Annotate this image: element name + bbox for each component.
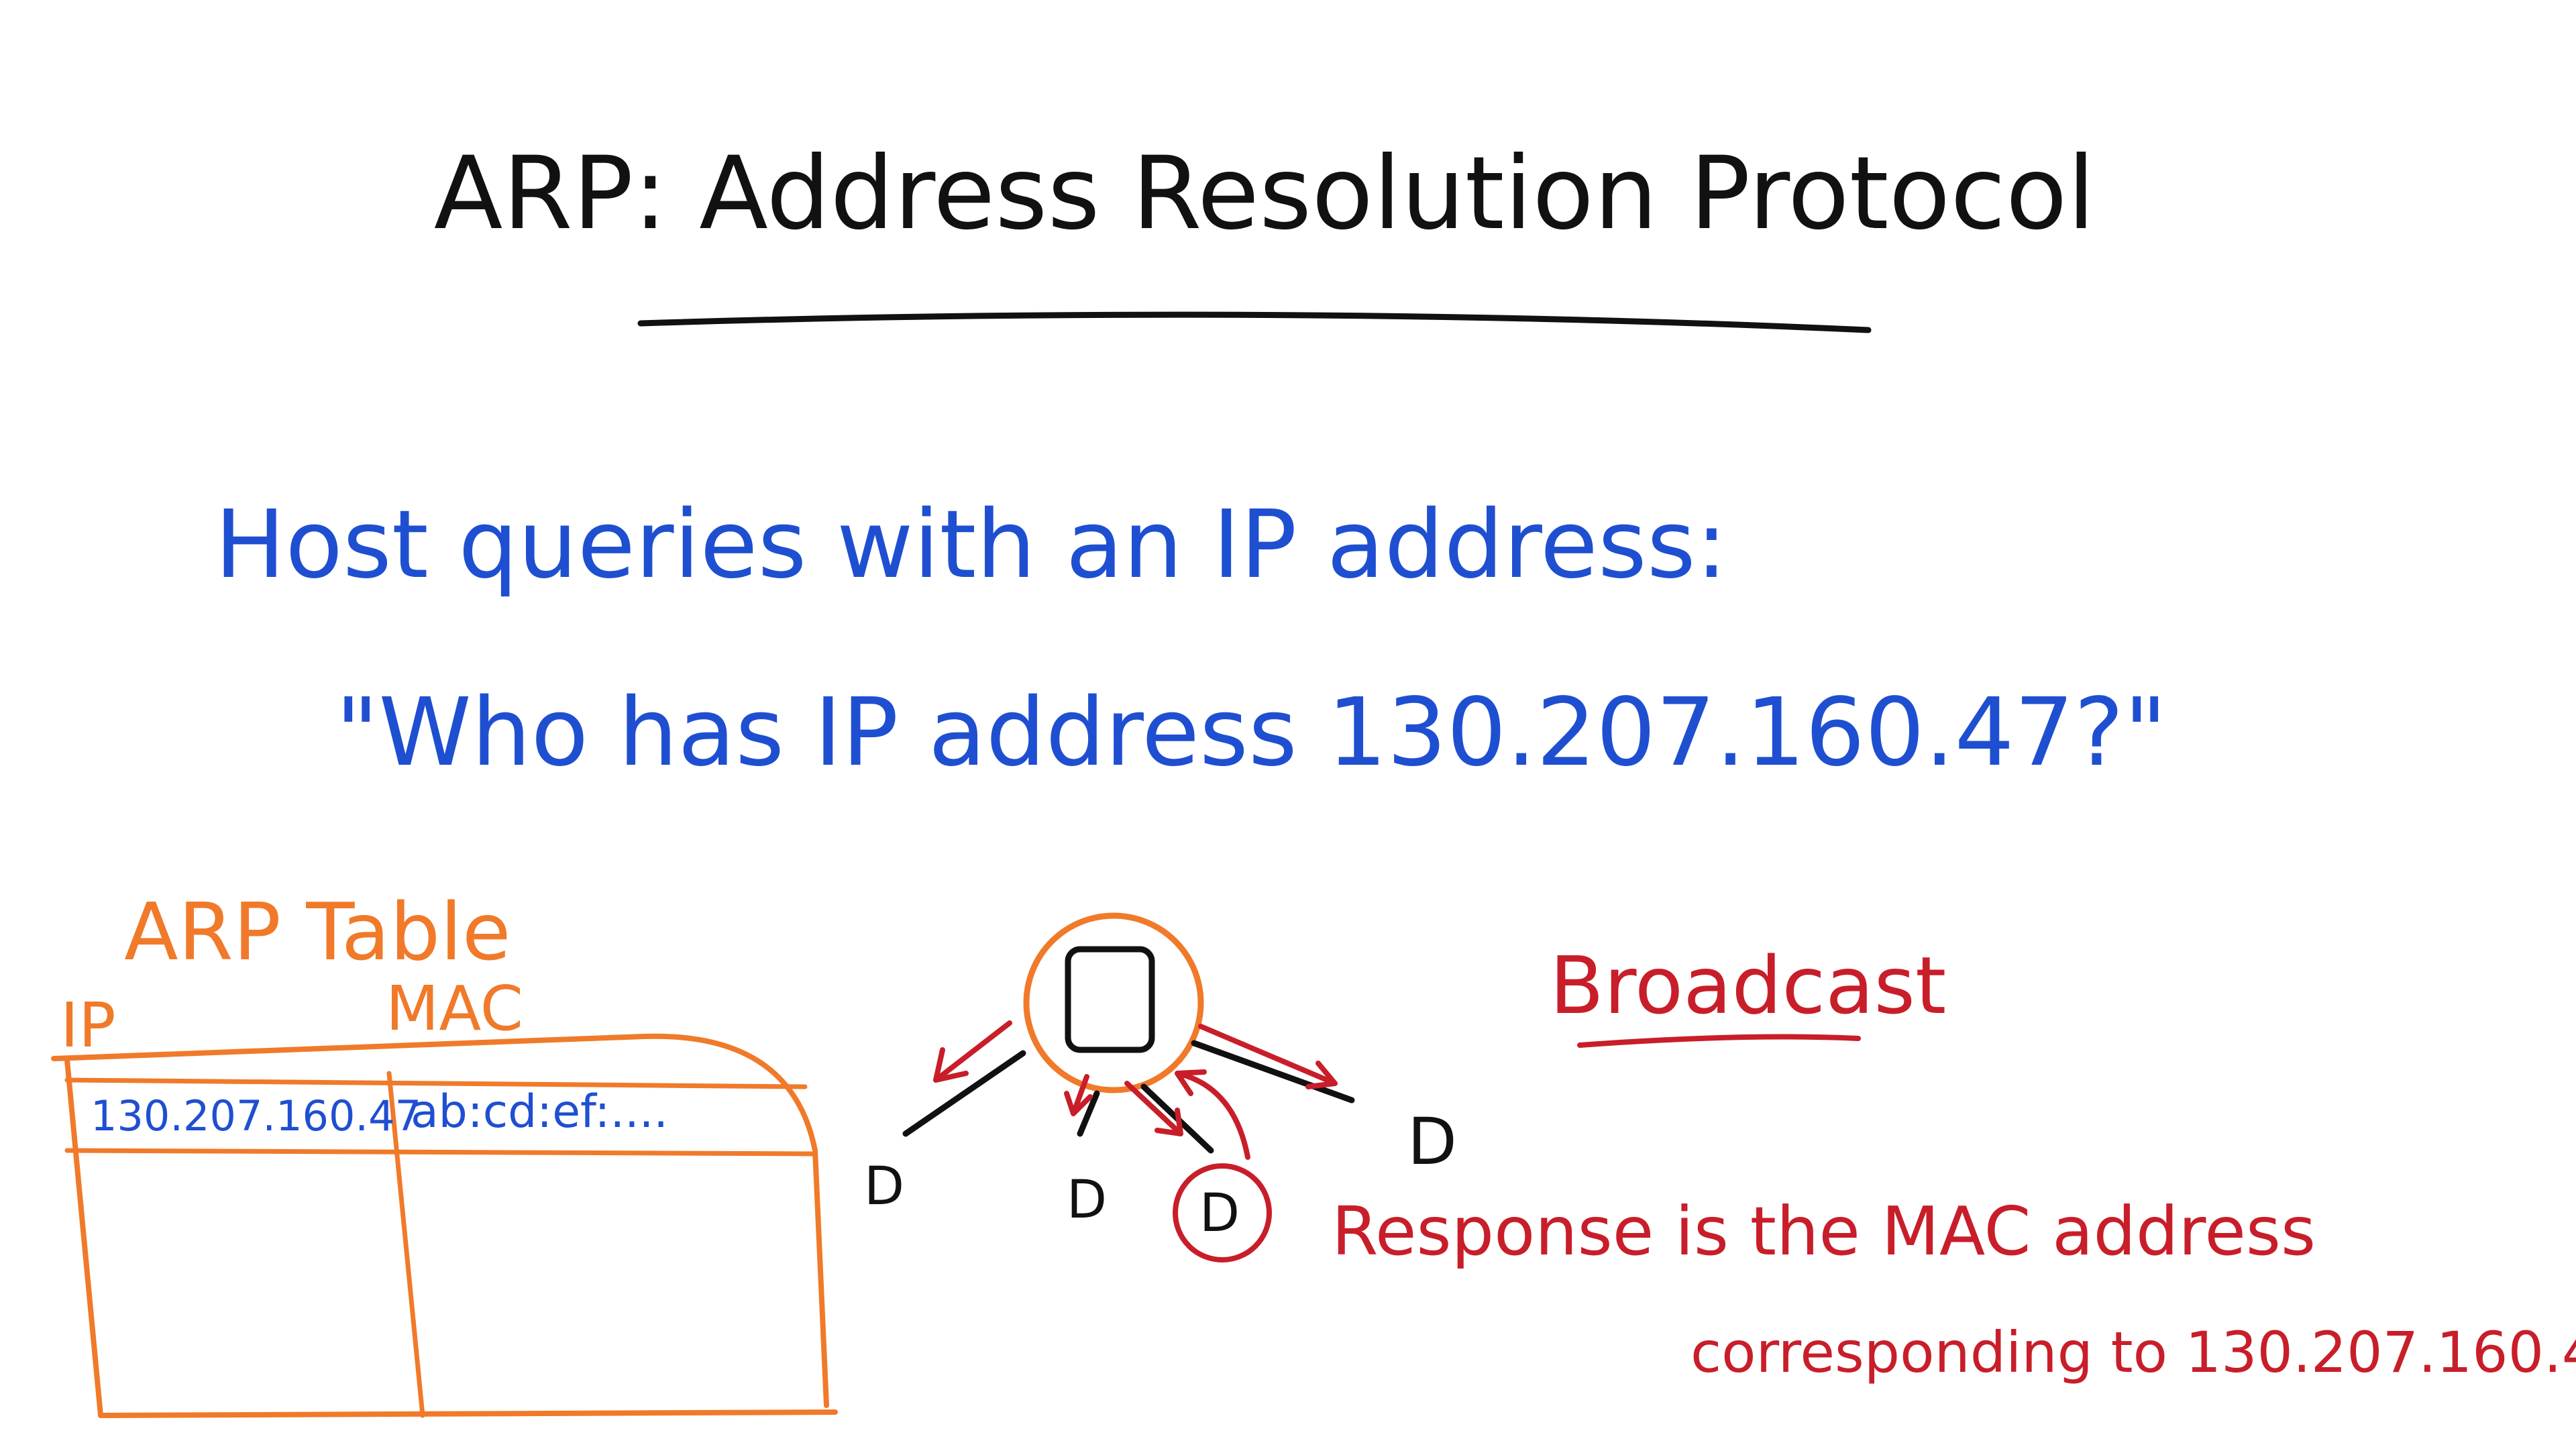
response-line-2: corresponding to 130.207.160.47 [1690,1320,2576,1385]
host-node-2: D [1067,1170,1107,1230]
arp-table-title: ARP Table [124,885,511,978]
page-title: ARP: Address Resolution Protocol [434,136,2095,252]
edge-to-host-2 [1077,1090,1100,1137]
response-arrow [1175,1069,1250,1160]
broadcast-arrow-2 [1064,1074,1093,1116]
target-host-circle [1173,1163,1272,1263]
host-node-4: D [1407,1104,1457,1179]
query-line-1: Host queries with an IP address: [215,490,1727,600]
host-node-1: D [864,1157,904,1217]
edge-to-host-4 [1191,1040,1355,1104]
arp-table-header-rule [64,1077,808,1089]
query-line-2: "Who has IP address 130.207.160.47?" [335,678,2167,788]
broadcast-arrow-3 [1124,1081,1183,1136]
source-host-circle [1023,912,1204,1093]
response-line-1: Response is the MAC address [1332,1192,2316,1271]
source-host-icon [1065,946,1155,1053]
arp-table-header-ip: IP [60,989,116,1061]
arp-table-row-rule [64,1148,818,1157]
network-diagram: D D D D D Broadcast Response is the MAC … [864,912,2576,1385]
arp-table: ARP Table IP MAC 130.207.160.47 ab:cd:ef… [51,885,838,1418]
broadcast-arrow-1 [933,1020,1012,1083]
broadcast-underline [1577,1034,1861,1048]
arp-table-column-rule [386,1071,425,1418]
broadcast-arrow-4 [1198,1024,1338,1089]
arp-table-row-ip: 130.207.160.47 [91,1091,421,1140]
title-underline [637,311,1872,333]
arp-table-header-mac: MAC [386,973,523,1044]
edge-to-host-1 [902,1050,1026,1137]
host-node-3: D [1199,1183,1240,1244]
source-host-label: D [1110,1026,1111,1027]
arp-table-outline [51,1033,838,1418]
broadcast-label: Broadcast [1550,939,1946,1032]
arp-table-row-mac: ab:cd:ef:.... [411,1085,668,1138]
